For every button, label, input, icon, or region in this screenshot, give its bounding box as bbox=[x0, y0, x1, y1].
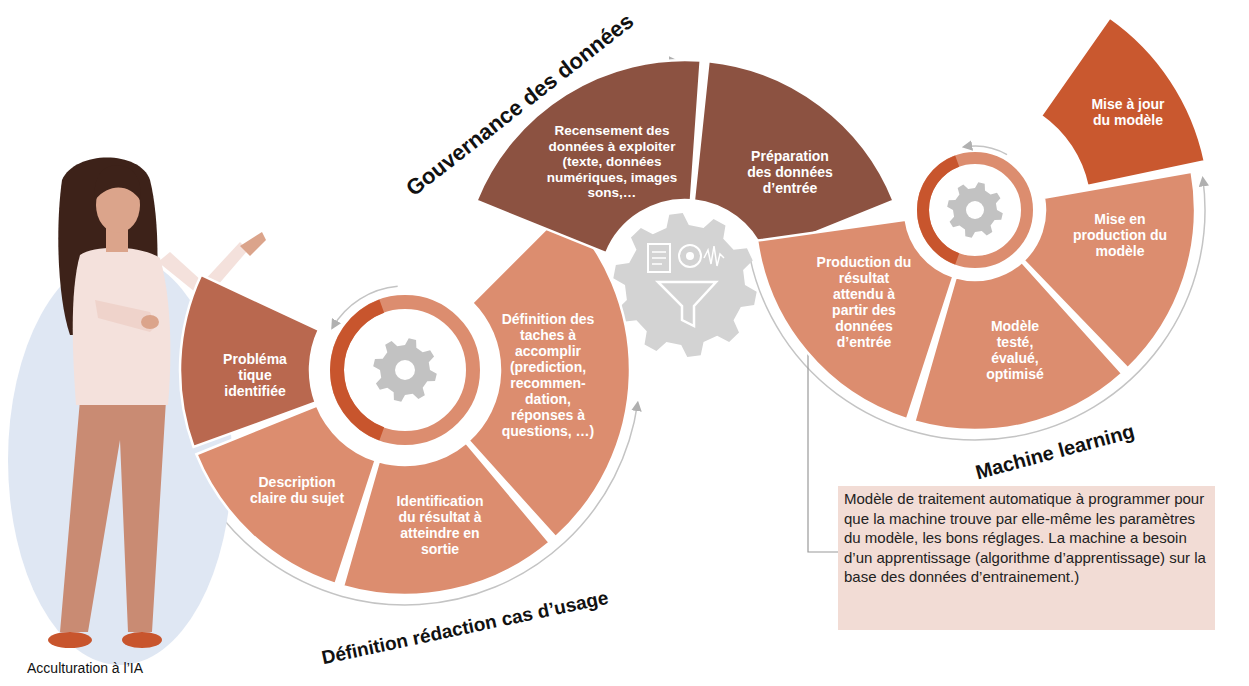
caption-label: Acculturation à l’IA bbox=[27, 660, 143, 676]
swirl-arc bbox=[337, 306, 382, 434]
segment-text: Description claire du sujet bbox=[247, 474, 347, 506]
leader-line bbox=[808, 354, 838, 552]
segment-text: Production du résultat attendu à partir … bbox=[814, 254, 914, 351]
note-text: Modèle de traitement automatique à progr… bbox=[838, 486, 1215, 592]
process-segment: Définition des taches à accomplir (predi… bbox=[466, 208, 632, 540]
swirl-ring bbox=[923, 158, 1027, 262]
segment-fill bbox=[196, 406, 375, 584]
segment-text: Modèle testé, évalué, optimisé bbox=[972, 318, 1058, 382]
process-segment: Mise en production du modèle bbox=[1021, 169, 1197, 371]
process-segment: Recensement des données à exploiter (tex… bbox=[474, 58, 703, 256]
data-icons bbox=[648, 244, 724, 326]
segment-text: Mise en production du modèle bbox=[1070, 211, 1170, 259]
segment-text: Définition des taches à accomplir (predi… bbox=[494, 311, 602, 440]
segment-text: Probléma tique identifiée bbox=[212, 351, 298, 399]
swirl-arc bbox=[923, 161, 957, 259]
process-segment: Mise à jour du modèle bbox=[1038, 15, 1207, 189]
gear-symbol bbox=[373, 338, 437, 402]
segment-text: Mise à jour du modèle bbox=[1084, 96, 1172, 128]
gear-hole bbox=[395, 360, 415, 380]
swirl-ring bbox=[337, 302, 473, 438]
segment-shape bbox=[1021, 169, 1197, 371]
gear-symbol bbox=[947, 182, 1003, 238]
segment-fill bbox=[1024, 172, 1195, 368]
segment-fill bbox=[469, 211, 630, 537]
segment-text: Identification du résultat à atteindre e… bbox=[386, 493, 494, 557]
segment-fill bbox=[694, 61, 894, 253]
segment-text: Préparation des données d’entrée bbox=[740, 148, 840, 196]
note-box: Modèle de traitement automatique à progr… bbox=[838, 486, 1215, 630]
data-gear bbox=[613, 213, 756, 357]
phase-label: Définition rédaction cas d’usage bbox=[320, 587, 611, 669]
gear-hole bbox=[966, 201, 984, 219]
segment-fill bbox=[1041, 17, 1205, 186]
segment-text: Recensement des données à exploiter (tex… bbox=[542, 123, 682, 201]
segment-fill bbox=[476, 60, 700, 253]
